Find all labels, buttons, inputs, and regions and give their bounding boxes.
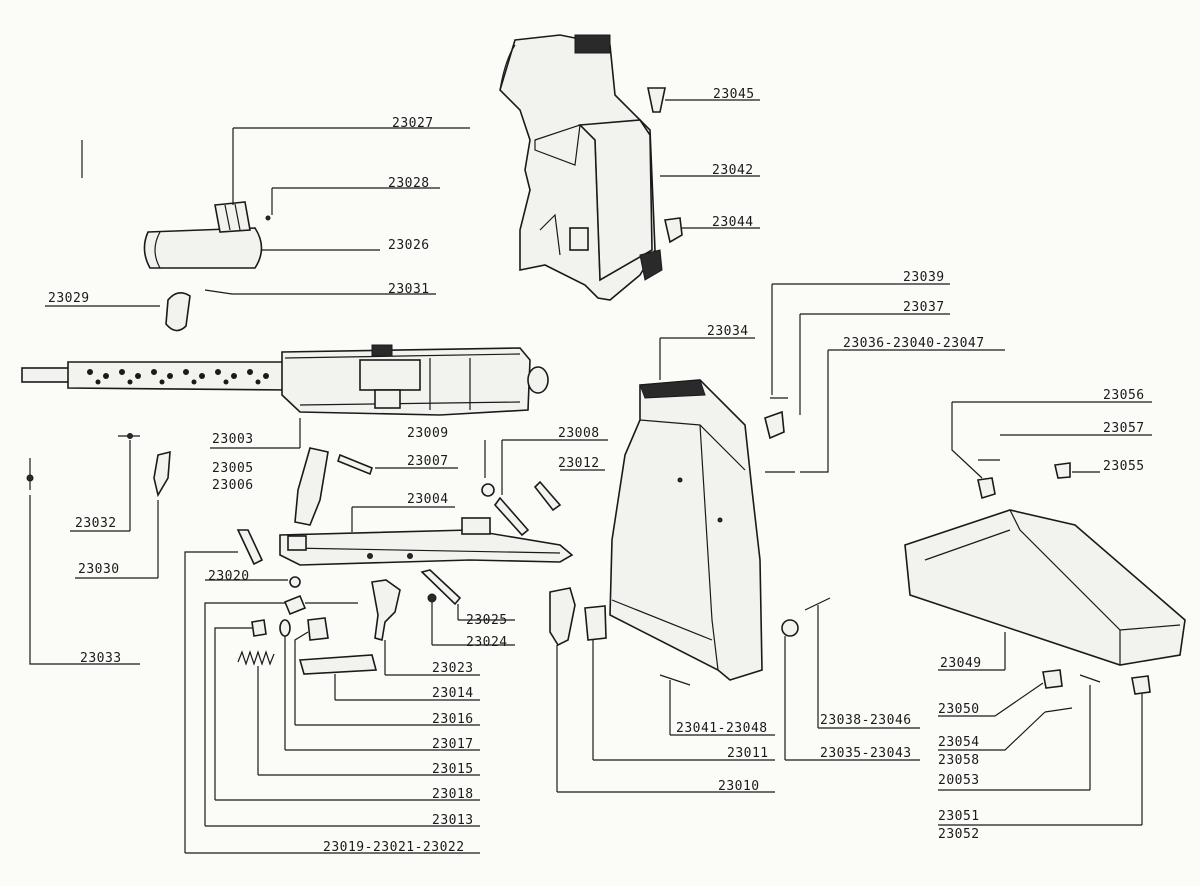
- part-23013: [283, 594, 307, 616]
- label-23052: 23052: [938, 827, 980, 842]
- label-23027: 23027: [392, 116, 434, 131]
- part-23045: [647, 87, 666, 113]
- part-23054: [1044, 707, 1073, 713]
- feed-chute-23034: [609, 379, 763, 681]
- label-23025: 23025: [466, 613, 508, 628]
- label-23011: 23011: [727, 746, 769, 761]
- part-23012: [533, 480, 562, 512]
- part-23018: [251, 619, 267, 637]
- machine-gun-receiver: [21, 344, 549, 416]
- part-23016: [307, 617, 329, 641]
- part-23038: [804, 597, 831, 611]
- label-23030: 23030: [78, 562, 120, 577]
- label-23013: 23013: [432, 813, 474, 828]
- leader-lines: [29, 99, 1152, 854]
- label-23004: 23004: [407, 492, 449, 507]
- label-23012: 23012: [558, 456, 600, 471]
- label-23056: 23056: [1103, 388, 1145, 403]
- part-23007: [337, 453, 373, 476]
- part-20053: [1079, 674, 1101, 683]
- label-23010: 23010: [718, 779, 760, 794]
- label-23057: 23057: [1103, 421, 1145, 436]
- part-23025: [420, 569, 462, 606]
- part-23041: [659, 674, 691, 686]
- label-23028: 23028: [388, 176, 430, 191]
- label-23019-23021-23022: 23019-23021-23022: [323, 840, 465, 855]
- feed-chute-assembly: [499, 34, 663, 301]
- label-23018: 23018: [432, 787, 474, 802]
- label-23023: 23023: [432, 661, 474, 676]
- part-23035: [781, 619, 799, 637]
- label-23049: 23049: [940, 656, 982, 671]
- label-23017: 23017: [432, 737, 474, 752]
- part-23037: [764, 410, 785, 440]
- label-23038-23046: 23038-23046: [820, 713, 912, 728]
- part-23014: [298, 654, 378, 675]
- label-23003: 23003: [212, 432, 254, 447]
- label-23041-23048: 23041-23048: [676, 721, 768, 736]
- part-23015: [237, 650, 275, 666]
- label-20053: 20053: [938, 773, 980, 788]
- label-23036-23040-23047: 23036-23040-23047: [843, 336, 985, 351]
- part-23050: [1042, 669, 1063, 689]
- label-23051: 23051: [938, 809, 980, 824]
- part-23024: [427, 593, 437, 603]
- label-23037: 23037: [903, 300, 945, 315]
- label-23026: 23026: [388, 238, 430, 253]
- label-23014: 23014: [432, 686, 474, 701]
- label-23006: 23006: [212, 478, 254, 493]
- label-23033: 23033: [80, 651, 122, 666]
- part-23011: [584, 605, 607, 641]
- part-23044: [664, 217, 683, 244]
- part-23010: [549, 587, 576, 647]
- label-23032: 23032: [75, 516, 117, 531]
- part-23020-nut: [289, 576, 301, 588]
- label-23042: 23042: [712, 163, 754, 178]
- label-23044: 23044: [712, 215, 754, 230]
- label-23039: 23039: [903, 270, 945, 285]
- part-23030: [153, 450, 171, 498]
- label-23009: 23009: [407, 426, 449, 441]
- part-23051: [1131, 675, 1151, 695]
- label-23008: 23008: [558, 426, 600, 441]
- part-23005: [294, 447, 329, 526]
- label-23035-23043: 23035-23043: [820, 746, 912, 761]
- label-23016: 23016: [432, 712, 474, 727]
- label-23005: 23005: [212, 461, 254, 476]
- label-23054: 23054: [938, 735, 980, 750]
- label-23034: 23034: [707, 324, 749, 339]
- label-23007: 23007: [407, 454, 449, 469]
- label-23050: 23050: [938, 702, 980, 717]
- label-23024: 23024: [466, 635, 508, 650]
- part-23023: [371, 579, 401, 642]
- label-23055: 23055: [1103, 459, 1145, 474]
- ammo-box-23049: [904, 509, 1186, 666]
- label-23020: 23020: [208, 569, 250, 584]
- part-23056: [977, 477, 996, 500]
- label-23031: 23031: [388, 282, 430, 297]
- label-23029: 23029: [48, 291, 90, 306]
- part-23029: [165, 292, 191, 332]
- label-23045: 23045: [713, 87, 755, 102]
- part-23055: [1054, 462, 1071, 479]
- label-23058: 23058: [938, 753, 980, 768]
- part-23017: [279, 619, 291, 637]
- label-23015: 23015: [432, 762, 474, 777]
- cradle-23004: [279, 517, 574, 566]
- cover-assembly: [143, 201, 263, 269]
- part-23009: [481, 483, 495, 497]
- part-23020: [236, 529, 264, 566]
- part-23008: [493, 496, 530, 537]
